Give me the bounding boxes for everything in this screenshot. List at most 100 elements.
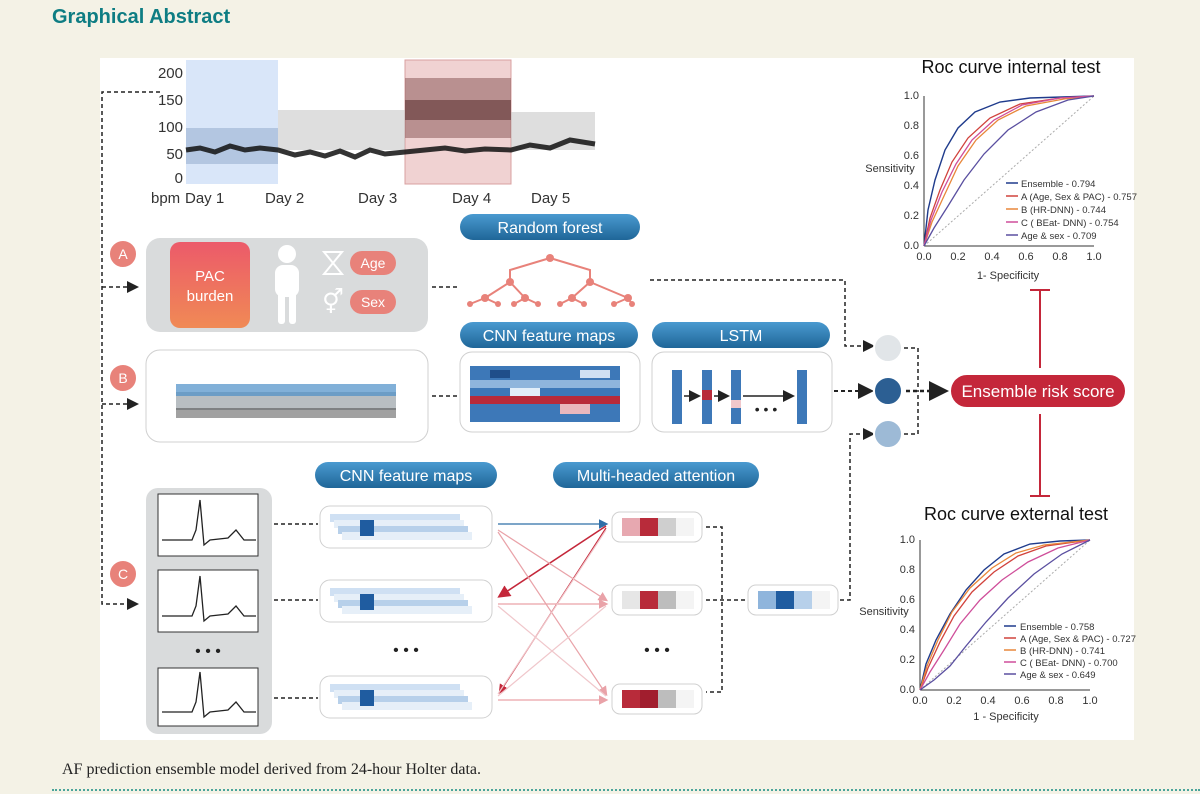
y-tick: 200 <box>158 65 183 82</box>
sex-chip <box>350 290 396 314</box>
svg-text:0.8: 0.8 <box>1048 695 1063 707</box>
cnn-ellipsis: • • • <box>393 642 419 659</box>
y-tick: 0 <box>175 170 183 187</box>
svg-text:C: C <box>118 566 128 582</box>
svg-text:0.0: 0.0 <box>904 240 919 252</box>
roc-internal-xlabel: 1- Specificity <box>977 270 1040 282</box>
svg-text:A (Age, Sex & PAC) - 0.727: A (Age, Sex & PAC) - 0.727 <box>1020 634 1136 645</box>
model-a-node <box>873 333 903 363</box>
roc-external-title: Roc curve external test <box>924 504 1108 524</box>
day-label: Day 1 <box>185 190 224 207</box>
branch-a-badge: A <box>108 239 138 269</box>
svg-text:0.0: 0.0 <box>900 684 915 696</box>
svg-text:0.6: 0.6 <box>1014 695 1029 707</box>
page-title: Graphical Abstract <box>52 6 231 28</box>
day-label: Day 5 <box>531 190 570 207</box>
svg-text:1.0: 1.0 <box>900 534 915 546</box>
roc-connector <box>1030 289 1050 497</box>
svg-text:• • •: • • • <box>755 401 778 417</box>
svg-text:0.0: 0.0 <box>912 695 927 707</box>
tree-nodes <box>467 254 635 307</box>
svg-text:1.0: 1.0 <box>1086 251 1101 263</box>
svg-text:Ensemble - 0.758: Ensemble - 0.758 <box>1020 622 1094 633</box>
beat-ecg-1 <box>157 493 259 557</box>
y-tick: 100 <box>158 119 183 136</box>
pac-label: PAC <box>195 268 225 285</box>
attention-ellipsis: • • • <box>644 642 670 659</box>
random-forest-pill <box>460 214 640 240</box>
svg-text:1.0: 1.0 <box>1082 695 1097 707</box>
cnn-pill-c <box>315 462 497 488</box>
age-chip <box>350 251 396 275</box>
pac-label: burden <box>187 288 234 305</box>
svg-text:B (HR-DNN) - 0.741: B (HR-DNN) - 0.741 <box>1020 646 1105 657</box>
attention-label: Multi-headed attention <box>577 468 735 485</box>
attention-pill <box>553 462 759 488</box>
branch-c-badge: C <box>108 559 138 589</box>
svg-text:0.8: 0.8 <box>1052 251 1067 263</box>
hourglass-icon <box>321 251 345 275</box>
roc-external-xlabel: 1 - Specificity <box>973 711 1039 723</box>
beat-ecg-3 <box>157 667 259 727</box>
model-b-node <box>873 376 903 406</box>
beat-ecg-2 <box>157 569 259 633</box>
roc-internal-ylabel: Sensitivity <box>865 163 915 175</box>
svg-text:0.6: 0.6 <box>904 150 919 162</box>
cnn-pill-b <box>460 322 638 348</box>
roc-external-ylabel: Sensitivity <box>859 606 909 618</box>
lstm-pill <box>652 322 830 348</box>
lstm-cells: • • • <box>672 370 807 424</box>
divider <box>52 789 1200 791</box>
svg-text:C ( BEat- DNN) - 0.754: C ( BEat- DNN) - 0.754 <box>1021 218 1119 229</box>
ensemble-risk-score <box>949 373 1127 409</box>
svg-text:0.4: 0.4 <box>984 251 999 263</box>
cnn-label-b: CNN feature maps <box>483 328 616 345</box>
svg-text:Age & sex - 0.649: Age & sex - 0.649 <box>1020 670 1096 681</box>
svg-text:0.2: 0.2 <box>900 654 915 666</box>
svg-text:B: B <box>118 370 127 386</box>
person-icon <box>275 245 299 324</box>
svg-text:0.4: 0.4 <box>904 180 919 192</box>
roc-internal-title: Roc curve internal test <box>921 57 1100 77</box>
holter-trace <box>185 137 596 160</box>
svg-text:0.6: 0.6 <box>900 594 915 606</box>
source-connector <box>101 91 160 610</box>
svg-text:0.2: 0.2 <box>950 251 965 263</box>
y-tick: 50 <box>166 146 183 163</box>
svg-text:Age & sex - 0.709: Age & sex - 0.709 <box>1021 231 1097 242</box>
y-unit: bpm <box>151 190 180 207</box>
svg-text:Ensemble - 0.794: Ensemble - 0.794 <box>1021 179 1095 190</box>
svg-text:1.0: 1.0 <box>904 90 919 102</box>
roc-external-chart: 1.0 0.8 0.6 0.4 0.2 0.0 0.0 0.2 0.4 0.6 … <box>859 534 1136 723</box>
tree-icon <box>469 257 633 305</box>
beats-ellipsis: • • • <box>195 643 221 660</box>
svg-text:0.8: 0.8 <box>900 564 915 576</box>
cnn-label-c: CNN feature maps <box>340 468 473 485</box>
model-c-node <box>873 419 903 449</box>
figure-caption: AF prediction ensemble model derived fro… <box>62 761 481 778</box>
holter-chart: 200 150 100 50 0 bpm Day 1 Day 2 Day 3 D… <box>151 59 596 207</box>
feature-map-grid-b <box>470 366 620 422</box>
lstm-box <box>651 351 833 433</box>
day-label: Day 4 <box>452 190 491 207</box>
roc-external-legend: Ensemble - 0.758 A (Age, Sex & PAC) - 0.… <box>1004 622 1136 681</box>
svg-text:0.2: 0.2 <box>946 695 961 707</box>
sex-label: Sex <box>361 294 385 310</box>
svg-text:0.0: 0.0 <box>916 251 931 263</box>
branch-b-badge: B <box>108 363 138 393</box>
svg-text:0.8: 0.8 <box>904 120 919 132</box>
svg-text:C ( BEat- DNN) - 0.700: C ( BEat- DNN) - 0.700 <box>1020 658 1118 669</box>
svg-text:B (HR-DNN) - 0.744: B (HR-DNN) - 0.744 <box>1021 205 1106 216</box>
svg-text:0.2: 0.2 <box>904 210 919 222</box>
age-label: Age <box>361 255 386 271</box>
svg-text:0.4: 0.4 <box>980 695 995 707</box>
roc-internal-legend: Ensemble - 0.794 A (Age, Sex & PAC) - 0.… <box>1006 179 1137 242</box>
svg-text:0.6: 0.6 <box>1018 251 1033 263</box>
attention-links <box>497 519 609 705</box>
pac-burden-card <box>170 242 250 328</box>
svg-text:0.4: 0.4 <box>900 624 915 636</box>
svg-text:A (Age, Sex & PAC) - 0.757: A (Age, Sex & PAC) - 0.757 <box>1021 192 1137 203</box>
day-label: Day 2 <box>265 190 304 207</box>
gender-icon: ⚥ <box>322 288 344 316</box>
